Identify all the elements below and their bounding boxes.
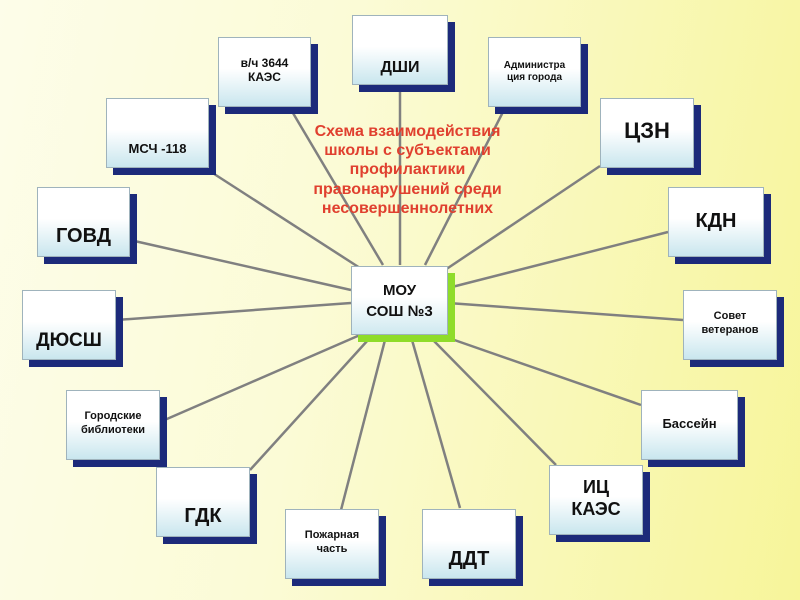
node-label: ДДТ <box>448 548 490 570</box>
edge-mchs <box>207 168 361 270</box>
node-label: Совет ветеранов <box>701 310 759 336</box>
node-admin: Администра ция города <box>488 37 581 107</box>
node-label: ЦЗН <box>624 118 670 144</box>
node-czn: ЦЗН <box>600 98 694 168</box>
node-fire: Пожарная часть <box>285 509 379 579</box>
node-label: Администра ция города <box>503 60 566 83</box>
node-ddt: ДДТ <box>422 509 516 579</box>
edge-ddt <box>410 339 462 509</box>
node-label: Городские библиотеки <box>80 410 146 436</box>
node-kdn: КДН <box>668 187 764 257</box>
node-label: Бассейн <box>662 415 717 431</box>
edge-fire <box>339 339 387 511</box>
node-label: ДШИ <box>380 58 420 76</box>
edge-sovet <box>447 301 684 322</box>
node-gdk: ГДК <box>156 467 250 537</box>
node-sovet: Совет ветеранов <box>683 290 777 360</box>
node-label: КДН <box>695 209 737 232</box>
diagram-title: Схема взаимодействия школы с субъектами … <box>313 123 502 217</box>
edge-kdn <box>447 230 669 290</box>
node-label: ДЮСШ <box>36 330 102 352</box>
node-label: МСЧ -118 <box>128 141 187 157</box>
center-node-label: МОУ СОШ №3 <box>366 281 433 320</box>
node-vch: в/ч 3644 КАЭС <box>218 37 311 107</box>
edge-czn <box>444 164 601 272</box>
node-mchs: МСЧ -118 <box>106 98 209 168</box>
node-pool: Бассейн <box>641 390 738 460</box>
node-libraries: Городские библиотеки <box>66 390 160 460</box>
edge-dyussh <box>115 301 352 322</box>
node-label: Пожарная часть <box>304 529 360 555</box>
node-dyussh: ДЮСШ <box>22 290 116 360</box>
node-ic: ИЦ КАЭС <box>549 465 643 535</box>
center-node-school: МОУ СОШ №3 <box>351 266 448 335</box>
edge-ic <box>432 339 557 466</box>
node-label: ГОВД <box>55 225 112 247</box>
node-label: в/ч 3644 КАЭС <box>240 56 289 85</box>
edge-pool <box>439 333 642 407</box>
edge-govd <box>129 238 352 292</box>
node-label: ИЦ КАЭС <box>571 476 621 519</box>
edge-admin <box>423 105 508 266</box>
node-label: ГДК <box>184 505 222 527</box>
edge-lib <box>159 333 361 424</box>
node-govd: ГОВД <box>37 187 130 257</box>
edge-gdk <box>249 339 369 471</box>
edge-vch <box>288 107 385 266</box>
node-dshi: ДШИ <box>352 15 448 85</box>
